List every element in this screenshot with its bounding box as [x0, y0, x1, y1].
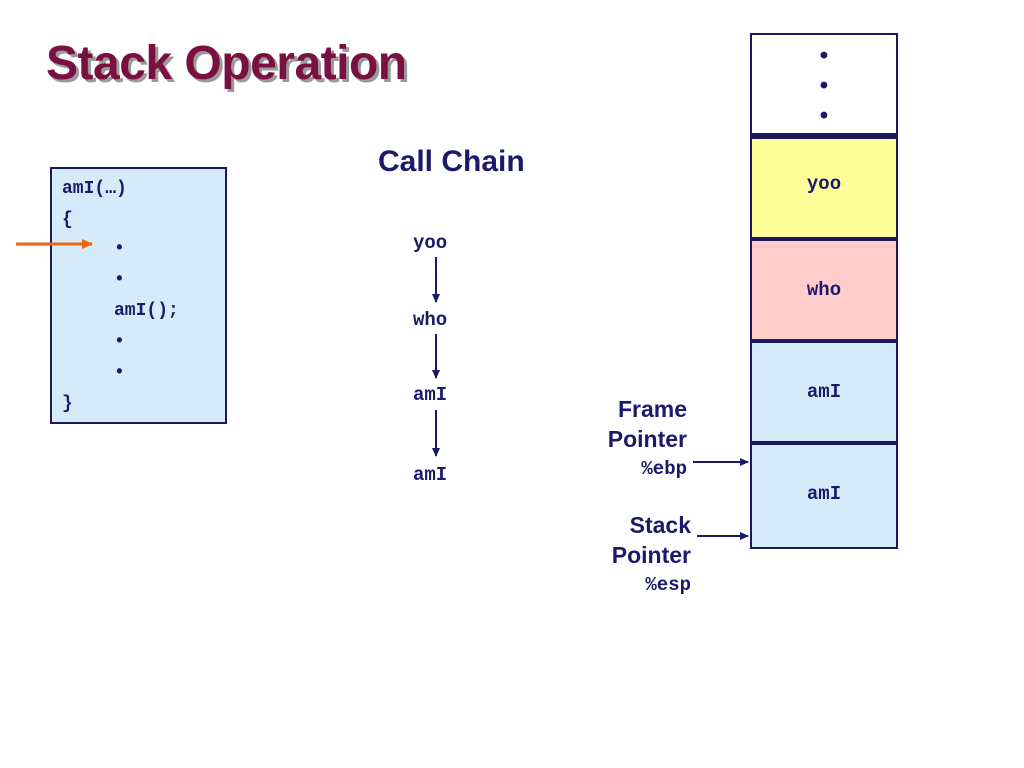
code-line-bullet-1: • — [114, 239, 125, 259]
code-line-recursive-call: amI(); — [114, 301, 179, 321]
stack-frame-yoo: yoo — [750, 137, 898, 239]
stack-frame-label-who: who — [806, 279, 842, 301]
stack-ellipsis-region: • • • — [750, 33, 898, 137]
ellipsis-dot-3: • — [819, 102, 829, 129]
stack-frame-ami-2: amI — [750, 443, 898, 549]
call-chain-item-ami-2: amI — [413, 464, 448, 486]
stack-pointer-register: %esp — [645, 574, 691, 596]
frame-pointer-register: %ebp — [641, 458, 687, 480]
stack-pointer-line1: Stack — [629, 512, 691, 538]
call-chain-title: Call Chain — [378, 145, 525, 178]
code-line-bullet-3: • — [114, 332, 125, 352]
stack-frame-ami-1: amI — [750, 341, 898, 443]
code-line-bullet-4: • — [114, 363, 125, 383]
frame-pointer-line1: Frame — [617, 396, 687, 422]
ellipsis-dot-1: • — [819, 42, 829, 69]
slide-title: Stack Operation — [46, 37, 407, 90]
stack-frame-who: who — [750, 239, 898, 341]
call-chain-item-yoo: yoo — [413, 232, 448, 254]
code-line-open-brace: { — [62, 210, 73, 230]
frame-pointer-label: Frame Pointer %ebp — [560, 394, 687, 484]
call-chain-item-ami-1: amI — [413, 384, 448, 406]
code-line-bullet-2: • — [114, 270, 125, 290]
code-line-signature: amI(…) — [62, 179, 127, 199]
frame-pointer-line2: Pointer — [607, 426, 687, 452]
stack-pointer-label: Stack Pointer %esp — [560, 510, 691, 600]
stack-frame-label-ami-1: amI — [806, 381, 842, 403]
code-box: amI(…) { • • amI(); • • } — [50, 167, 227, 424]
code-line-close-brace: } — [62, 394, 73, 414]
call-chain-item-who: who — [413, 309, 448, 331]
ellipsis-dot-2: • — [819, 72, 829, 99]
stack-frame-label-ami-2: amI — [806, 483, 842, 505]
stack-pointer-line2: Pointer — [611, 542, 691, 568]
stack-frame-label-yoo: yoo — [806, 173, 842, 195]
